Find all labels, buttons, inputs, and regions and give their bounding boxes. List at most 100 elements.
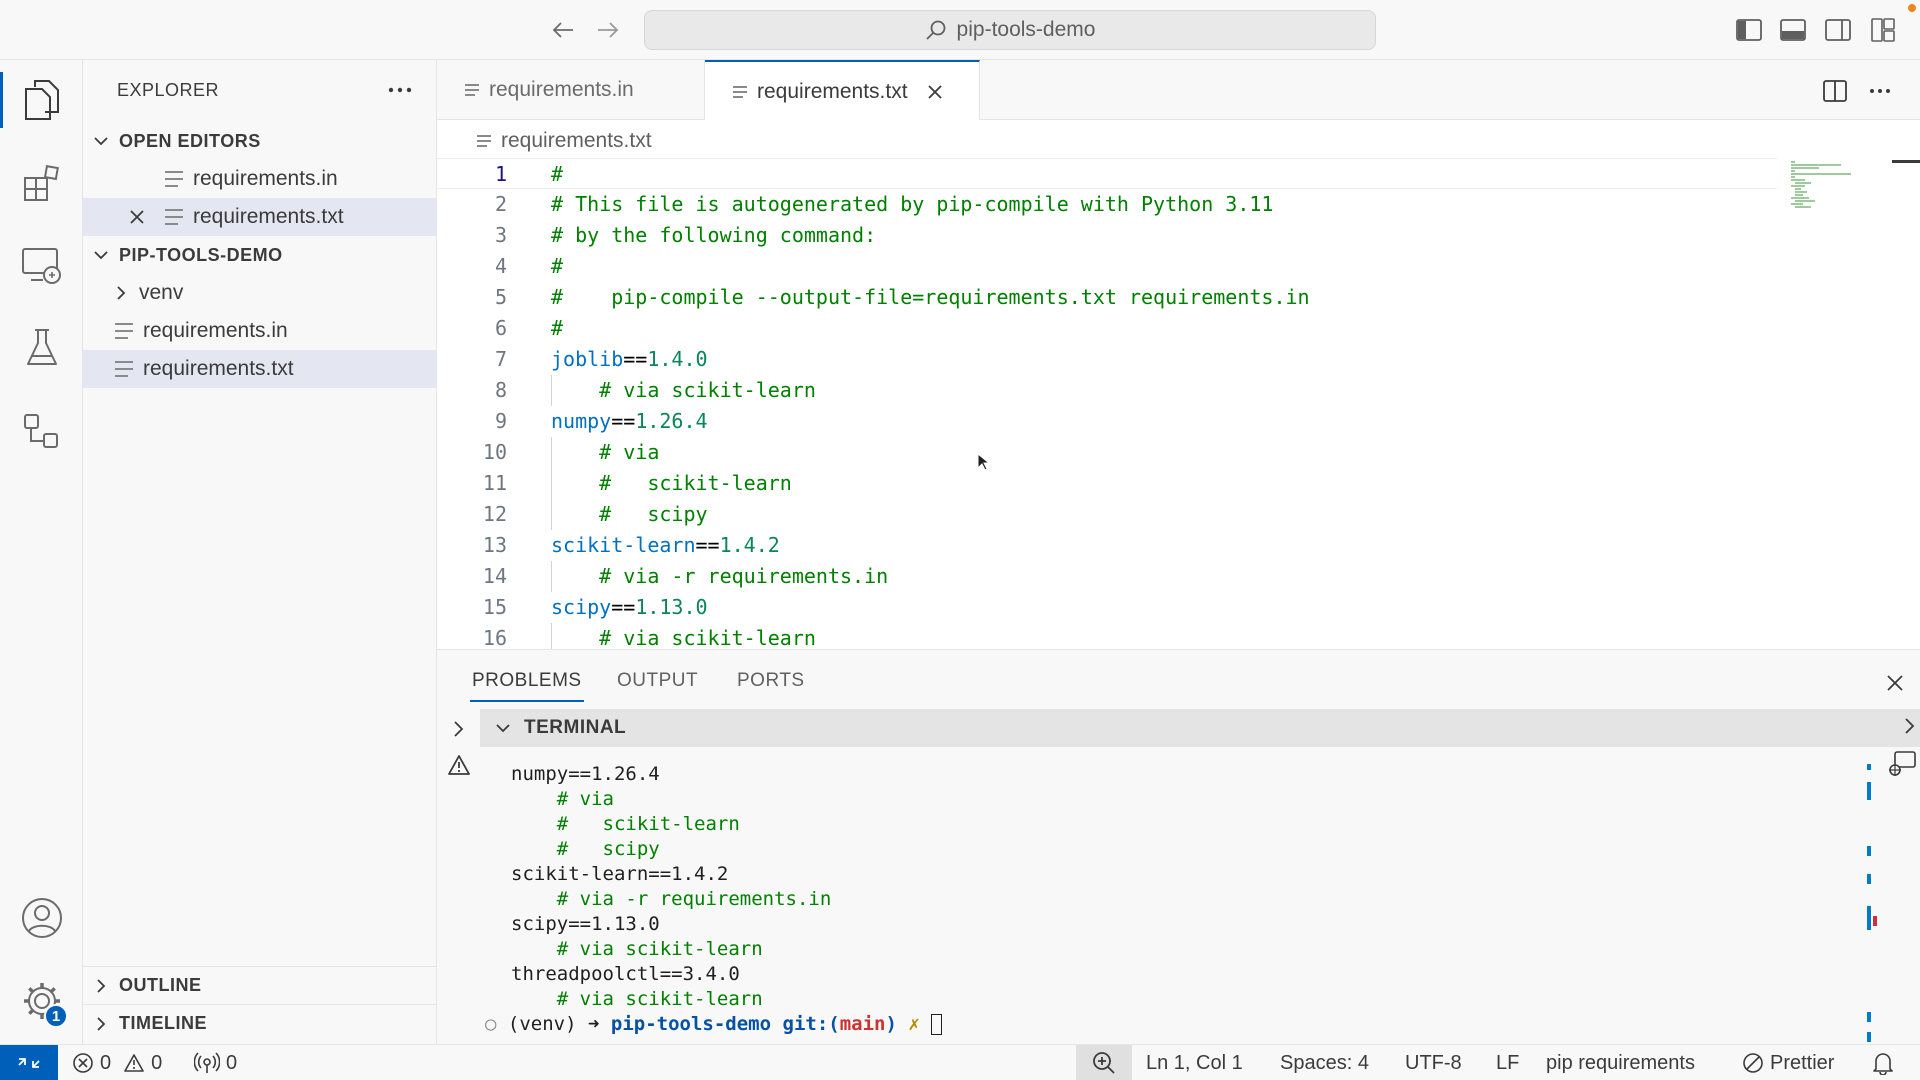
toggle-primary-sidebar-button[interactable]	[1734, 15, 1764, 45]
tree-item-label: venv	[139, 281, 184, 304]
language-mode-status[interactable]: pip requirements	[1546, 1051, 1695, 1074]
tree-item-requirements-in[interactable]: requirements.in	[83, 312, 437, 350]
remote-explorer-icon	[21, 248, 61, 284]
sidebar-right-icon	[1825, 19, 1851, 41]
open-editor-item-requirements-in[interactable]: requirements.in	[83, 160, 437, 198]
tab-output[interactable]: OUTPUT	[617, 670, 699, 691]
code-line[interactable]: 1#	[437, 158, 1777, 189]
explorer-more-actions-button[interactable]	[383, 76, 417, 104]
code-line[interactable]: 2# This file is autogenerated by pip-com…	[437, 189, 1777, 220]
toggle-panel-button[interactable]	[1778, 15, 1808, 45]
zoom-button[interactable]	[1076, 1045, 1132, 1080]
code-line[interactable]: 10 # via	[437, 437, 1777, 468]
code-line[interactable]: 12 # scipy	[437, 499, 1777, 530]
tree-item-requirements-txt[interactable]: requirements.txt	[83, 350, 437, 388]
warning-icon	[124, 1054, 144, 1072]
prettier-label: Prettier	[1770, 1051, 1835, 1074]
ports-count: 0	[226, 1051, 238, 1074]
accounts-button[interactable]	[0, 882, 83, 954]
outline-section-header[interactable]: OUTLINE	[83, 966, 437, 1004]
line-number: 11	[482, 471, 507, 495]
remote-explorer-view-button[interactable]	[0, 230, 83, 302]
tab-requirements-txt[interactable]: requirements.txt	[705, 60, 980, 121]
account-icon	[21, 898, 62, 938]
extensions-view-button[interactable]	[0, 148, 83, 220]
line-number: 5	[494, 285, 507, 309]
timeline-section-header[interactable]: TIMELINE	[83, 1004, 437, 1042]
terminal-section-header[interactable]: TERMINAL	[480, 709, 1920, 747]
code-line[interactable]: 11 # scikit-learn	[437, 468, 1777, 499]
code-lines[interactable]: 1#2# This file is autogenerated by pip-c…	[437, 158, 1777, 649]
problems-status[interactable]: 0 0	[72, 1045, 162, 1080]
line-text: # scipy	[551, 502, 708, 526]
folder-section-header[interactable]: PIP-TOOLS-DEMO	[83, 236, 437, 274]
close-icon	[1887, 675, 1903, 691]
source-control-graph-view-button[interactable]	[0, 396, 83, 468]
toggle-secondary-sidebar-button[interactable]	[1823, 15, 1853, 45]
tree-item-label: requirements.in	[143, 319, 288, 342]
broadcast-icon	[194, 1052, 220, 1073]
code-line[interactable]: 5# pip-compile --output-file=requirement…	[437, 282, 1777, 313]
prettier-status[interactable]: Prettier	[1742, 1045, 1834, 1080]
code-line[interactable]: 3# by the following command:	[437, 220, 1777, 251]
terminal-prompt[interactable]: ○ (venv) ➜ pip-tools-demo git:(main) ✗	[485, 1012, 1811, 1037]
package-name: scikit-learn	[551, 533, 696, 557]
manage-settings-button[interactable]	[0, 965, 83, 1037]
notifications-button[interactable]	[1872, 1045, 1894, 1080]
customize-layout-button[interactable]	[1868, 15, 1898, 45]
code-line[interactable]: 4#	[437, 251, 1777, 282]
chevron-right-icon	[91, 1014, 111, 1034]
status-bar: 0 0 0 Ln 1, Col 1 Spaces: 4 UTF-8 LF pip…	[0, 1044, 1920, 1080]
minimap[interactable]	[1789, 160, 1879, 220]
arrow-left-icon	[552, 22, 573, 38]
package-name: joblib	[551, 347, 624, 371]
chevron-right-icon[interactable]	[1904, 717, 1920, 739]
tree-item-venv[interactable]: venv	[83, 274, 437, 312]
indentation-status[interactable]: Spaces: 4	[1280, 1051, 1369, 1074]
tab-problems[interactable]: PROBLEMS	[470, 670, 584, 702]
line-text: # via -r requirements.in	[551, 564, 889, 588]
cursor-position-status[interactable]: Ln 1, Col 1	[1146, 1051, 1243, 1074]
line-number: 9	[494, 409, 507, 433]
tab-ports[interactable]: PORTS	[737, 670, 805, 691]
breadcrumb[interactable]: requirements.txt	[477, 129, 652, 153]
remote-indicator-button[interactable]	[0, 1045, 58, 1080]
ports-status[interactable]: 0	[194, 1045, 237, 1080]
code-editor[interactable]: requirements.txt 1#2# This file is autog…	[437, 120, 1920, 649]
editor-more-actions-button[interactable]	[1864, 76, 1896, 106]
split-editor-button[interactable]	[1819, 76, 1851, 106]
code-line[interactable]: 8 # via scikit-learn	[437, 375, 1777, 406]
tab-close-button[interactable]	[924, 81, 946, 103]
code-line[interactable]: 16 # via scikit-learn	[437, 623, 1777, 649]
line-number: 7	[494, 347, 507, 371]
terminal-line: # via -r requirements.in	[511, 888, 832, 910]
code-line[interactable]: 14 # via -r requirements.in	[437, 561, 1777, 592]
go-forward-button[interactable]	[593, 16, 623, 44]
eol-status[interactable]: LF	[1496, 1051, 1520, 1074]
line-text: # by the following command:	[551, 223, 877, 247]
indent-guide	[551, 623, 552, 649]
testing-view-button[interactable]	[0, 312, 83, 384]
open-editors-section-header[interactable]: OPEN EDITORS	[83, 122, 437, 160]
indent-guide	[551, 499, 552, 530]
expand-problems-button[interactable]	[445, 715, 473, 743]
terminal-line: numpy==1.26.4	[511, 763, 660, 785]
code-line[interactable]: 6#	[437, 313, 1777, 344]
search-label: pip-tools-demo	[956, 18, 1096, 41]
tree-item-label: requirements.txt	[143, 357, 294, 380]
close-icon[interactable]	[129, 209, 165, 225]
explorer-view-button[interactable]	[0, 64, 83, 136]
tab-requirements-in[interactable]: requirements.in	[437, 60, 705, 120]
encoding-status[interactable]: UTF-8	[1405, 1051, 1462, 1074]
terminal-output[interactable]: numpy==1.26.4 # via # scikit-learn # sci…	[485, 762, 1811, 1037]
go-back-button[interactable]	[548, 16, 578, 44]
scrollbar-marker	[1867, 764, 1871, 770]
close-panel-button[interactable]	[1880, 668, 1910, 698]
command-center-search[interactable]: pip-tools-demo	[644, 10, 1376, 50]
terminal-debug-icon[interactable]	[1887, 750, 1917, 780]
open-editor-item-requirements-txt[interactable]: requirements.txt	[83, 198, 437, 236]
